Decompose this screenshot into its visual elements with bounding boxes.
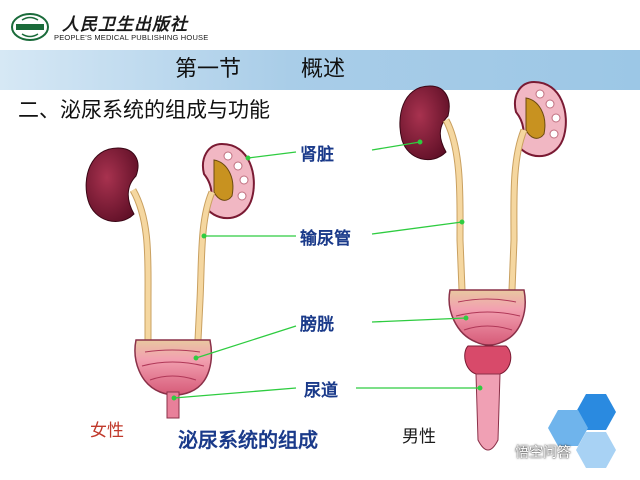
female-bladder <box>134 339 213 396</box>
label-male: 男性 <box>402 427 436 447</box>
publisher-name-en: PEOPLE'S MEDICAL PUBLISHING HOUSE <box>54 33 209 42</box>
male-bladder <box>448 289 526 346</box>
publisher-emblem-icon <box>11 13 49 41</box>
pointer-lines <box>171 139 483 401</box>
female-urinary-system <box>85 142 255 419</box>
slide-subtitle: 二、泌尿系统的组成与功能 <box>18 98 270 122</box>
male-urethra <box>475 373 501 451</box>
label-female: 女性 <box>90 421 124 441</box>
watermark: 悟空问答 <box>515 445 571 461</box>
label-urethra: 尿道 <box>304 381 338 401</box>
topic-label: 概述 <box>301 57 346 82</box>
label-ureter: 输尿管 <box>300 229 351 249</box>
female-left-kidney <box>85 147 139 222</box>
male-prostate <box>464 345 512 375</box>
label-bladder: 膀胱 <box>300 315 334 335</box>
female-right-kidney <box>202 142 255 220</box>
publisher-name-cn: 人民卫生出版社 <box>62 15 188 35</box>
slide-title: 第一节 概述 <box>175 50 345 90</box>
decorative-hexagons <box>548 394 616 468</box>
label-kidney: 肾脏 <box>300 145 334 165</box>
male-right-kidney <box>514 80 567 157</box>
publisher-logo: 人民卫生出版社 PEOPLE'S MEDICAL PUBLISHING HOUS… <box>6 6 256 46</box>
male-urinary-system <box>399 80 567 451</box>
figure-caption: 泌尿系统的组成 <box>178 428 318 452</box>
male-left-kidney <box>399 85 450 161</box>
section-label: 第一节 <box>175 57 242 82</box>
